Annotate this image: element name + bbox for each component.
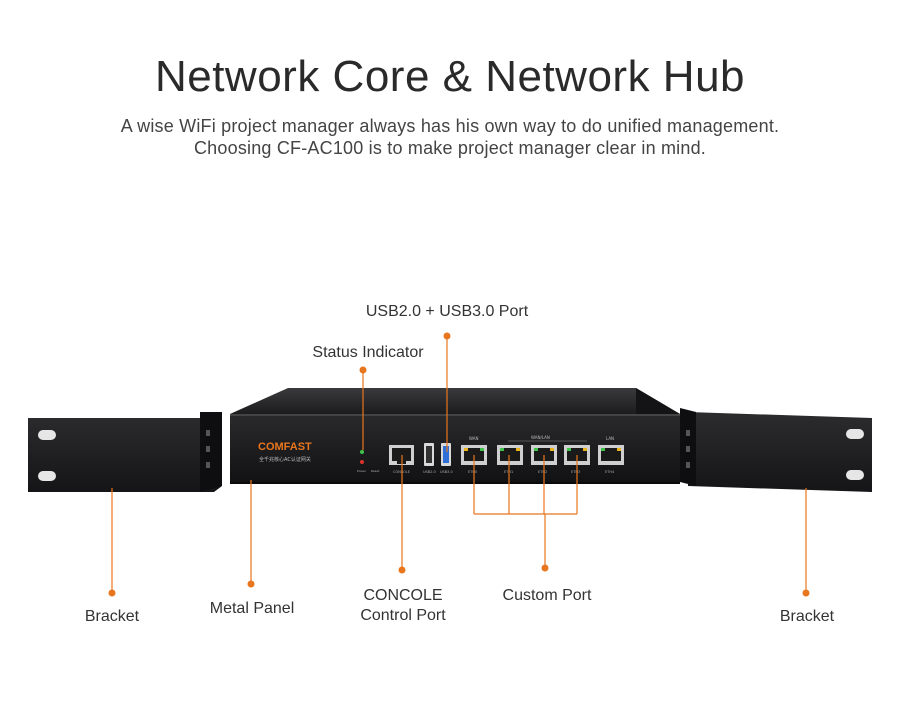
page-title: Network Core & Network Hub	[154, 52, 746, 101]
eth0-label: ETH0	[468, 470, 477, 474]
callout-lines	[111, 336, 807, 593]
console-callout-line1: CONCOLE	[363, 587, 443, 604]
custom-port-callout: Custom Port	[502, 587, 592, 604]
left-bracket	[28, 412, 222, 492]
bracket-hole	[846, 429, 864, 439]
callout-dots	[108, 332, 810, 597]
eth-port-4	[598, 445, 624, 465]
left-bracket-callout: Bracket	[84, 608, 140, 625]
status-indicator-callout: Status Indicator	[312, 344, 424, 361]
eth2-label: ETH2	[538, 470, 547, 474]
subtitle-line-2: Choosing CF-AC100 is to make project man…	[193, 138, 707, 158]
bracket-hole	[38, 471, 56, 481]
right-bracket	[680, 408, 872, 492]
lan-group-label: LAN	[606, 436, 614, 441]
led-power-label: Power	[357, 469, 367, 473]
metal-panel-callout: Metal Panel	[209, 600, 295, 617]
brand-subtitle: 全千兆核心AC认证网关	[259, 456, 311, 463]
eth3-label: ETH3	[571, 470, 580, 474]
right-bracket-callout: Bracket	[779, 608, 835, 625]
subtitle-line-1: A wise WiFi project manager always has h…	[120, 116, 780, 136]
wanlan-group-label: WAN/LAN	[531, 435, 550, 440]
usb-port-callout: USB2.0 + USB3.0 Port	[365, 303, 529, 320]
wan-group-label: WAN	[469, 436, 478, 441]
bracket-hole	[846, 470, 864, 480]
status-led	[360, 460, 364, 464]
power-led	[360, 450, 364, 454]
usb2-label: USB2.0	[423, 470, 436, 474]
bracket-hole	[38, 430, 56, 440]
eth-port-1	[497, 445, 523, 465]
usb3-label: USB3.0	[440, 470, 453, 474]
console-callout-line2: Control Port	[360, 607, 446, 624]
led-reset-label: Reset	[371, 469, 380, 473]
eth4-label: ETH4	[605, 470, 615, 474]
brand-logo: COMFAST	[258, 441, 312, 453]
